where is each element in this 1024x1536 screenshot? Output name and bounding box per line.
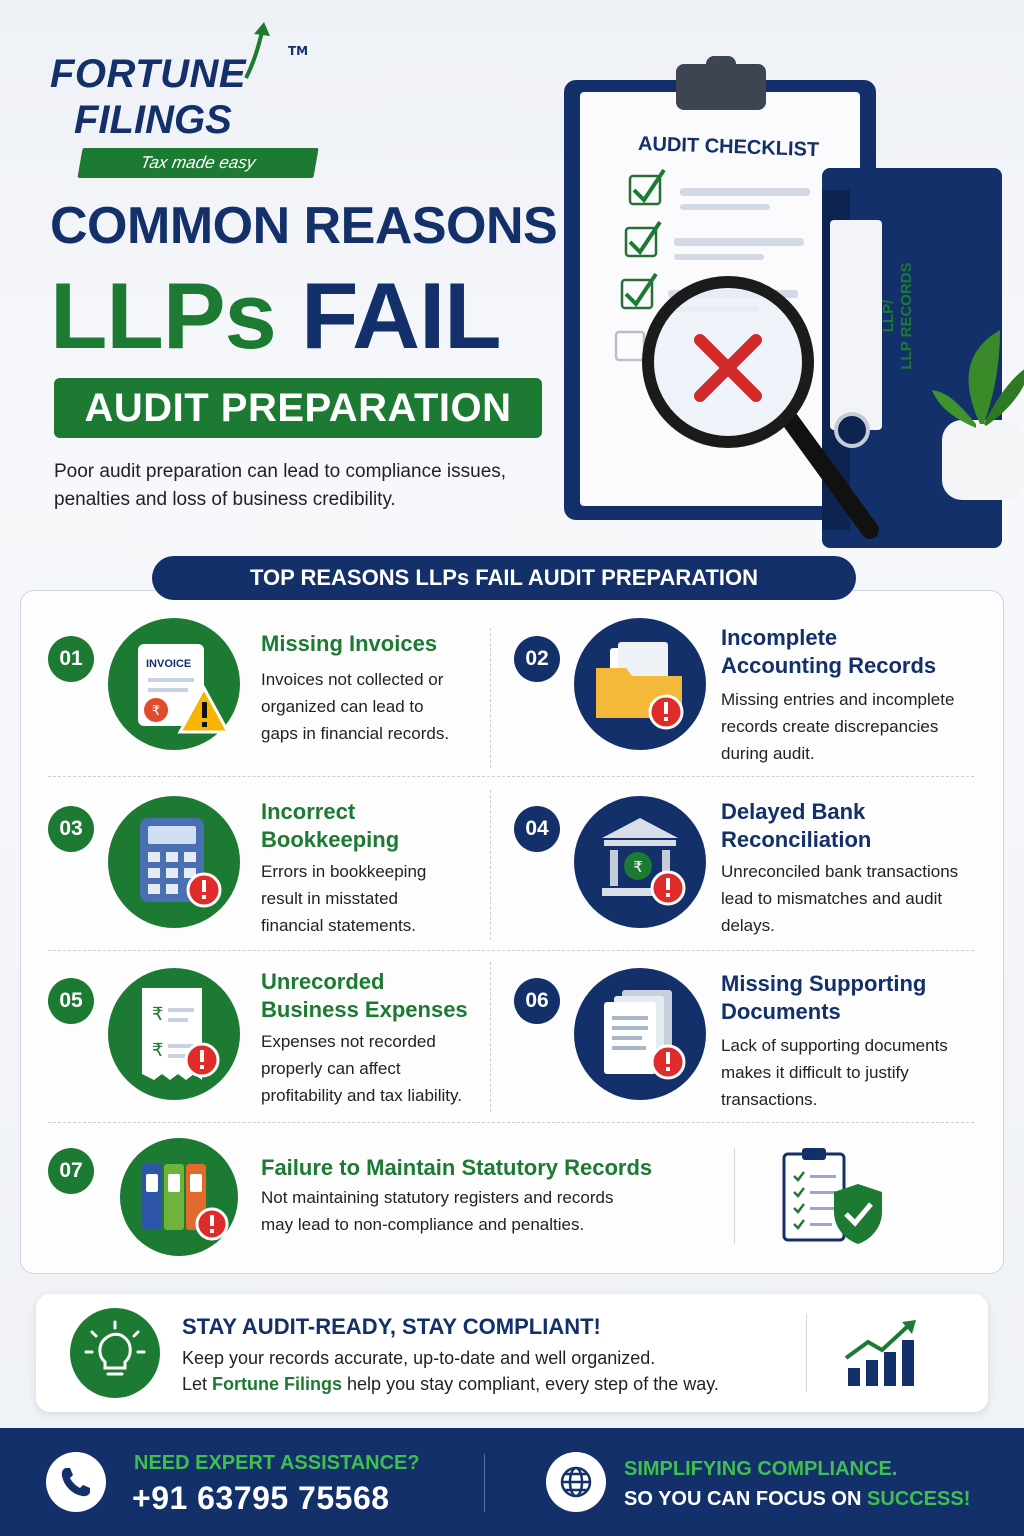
reason-number: 06 [514, 978, 560, 1024]
reason-title: Missing Supporting Documents [721, 971, 927, 1024]
reason-title: Missing Invoices [261, 631, 438, 656]
divider [806, 1314, 807, 1392]
footer: NEED EXPERT ASSISTANCE? +91 63795 75568 … [0, 1428, 1024, 1536]
logo-tagline: Tax made easy [77, 148, 319, 178]
cta-card: STAY AUDIT-READY, STAY COMPLIANT! Keep y… [36, 1294, 988, 1412]
cta-line2: Let Fortune Filings help you stay compli… [182, 1374, 719, 1394]
divider [484, 1454, 485, 1512]
reason-number: 02 [514, 636, 560, 682]
reason-desc: Lack of supporting documents makes it di… [721, 1036, 948, 1109]
divider [490, 628, 491, 768]
calculator-icon [108, 796, 240, 928]
reason-desc: Invoices not collected or organized can … [261, 670, 450, 743]
reason-title: Unrecorded Business Expenses [261, 969, 468, 1022]
cta-brand-name: Fortune Filings [212, 1374, 343, 1394]
reason-desc: Errors in bookkeeping result in misstate… [261, 862, 427, 935]
heading-llps: LLPs [50, 263, 277, 368]
reason-desc: Unreconciled bank transactions lead to m… [721, 862, 959, 935]
reason-title: Delayed Bank Reconciliation [721, 799, 872, 852]
folder-icon [574, 618, 706, 750]
svg-text:₹: ₹ [152, 704, 160, 719]
reason-desc: Not maintaining statutory registers and … [261, 1188, 614, 1234]
audit-illustration: AUDIT CHECKLIST LLP/ LLP RECORDS [560, 40, 1024, 560]
divider [490, 962, 491, 1112]
divider [734, 1148, 735, 1244]
reason-number: 01 [48, 636, 94, 682]
logo-name-line1: FORTUNE [50, 52, 247, 96]
need-assistance-label: NEED EXPERT ASSISTANCE? [134, 1452, 420, 1474]
divider [48, 1122, 974, 1123]
reason-number: 04 [514, 806, 560, 852]
reason-desc: Missing entries and incomplete records c… [721, 690, 955, 763]
heading-common-reasons: COMMON REASONS [50, 197, 558, 255]
reasons-banner: TOP REASONS LLPs FAIL AUDIT PREPARATION [152, 556, 856, 600]
logo-trademark: TM [288, 44, 309, 58]
clipboard-binder-illustration [564, 56, 1024, 548]
invoice-icon: ₹ INVOICE [108, 618, 240, 750]
reason-number: 05 [48, 978, 94, 1024]
svg-text:₹: ₹ [633, 858, 643, 876]
reason-desc: Expenses not recorded properly can affec… [261, 1032, 462, 1105]
cta-line1: Keep your records accurate, up-to-date a… [182, 1348, 656, 1368]
reason-number: 07 [48, 1148, 94, 1194]
slogan-line2: SO YOU CAN FOCUS ON SUCCESS! [624, 1488, 971, 1510]
cta-title: STAY AUDIT-READY, STAY COMPLIANT! [182, 1314, 601, 1339]
heading-audit-preparation: AUDIT PREPARATION [54, 378, 542, 438]
phone-icon[interactable] [46, 1452, 106, 1512]
divider [490, 790, 491, 940]
reason-title: Failure to Maintain Statutory Records [261, 1155, 653, 1180]
intro-text: Poor audit preparation can lead to compl… [54, 461, 507, 510]
heading-fail: FAIL [300, 263, 502, 368]
binder-label: LLP/ LLP RECORDS [880, 262, 915, 370]
reason-title: Incomplete Accounting Records [721, 625, 937, 678]
divider [48, 776, 974, 777]
reason-title: Incorrect Bookkeeping [261, 799, 400, 852]
growth-arrow-icon [244, 22, 270, 79]
globe-icon[interactable] [546, 1452, 606, 1512]
heading-llps-fail: LLPs FAIL [50, 263, 502, 368]
slogan-line1: SIMPLIFYING COMPLIANCE. [624, 1458, 898, 1480]
compliance-checklist-shield-icon [782, 1148, 882, 1244]
divider [48, 950, 974, 951]
logo-name-line2: FILINGS [74, 98, 232, 142]
lightbulb-icon [70, 1308, 160, 1398]
growth-chart-icon [844, 1320, 916, 1386]
reason-number: 03 [48, 806, 94, 852]
brand-logo: FORTUNE TM FILINGS Tax made easy [50, 22, 319, 182]
bank-icon: ₹ [574, 796, 706, 928]
binders-icon [120, 1138, 238, 1256]
svg-text:₹: ₹ [152, 1004, 163, 1025]
documents-icon [574, 968, 706, 1100]
svg-text:₹: ₹ [152, 1040, 163, 1061]
receipt-icon: ₹ ₹ [108, 968, 240, 1100]
phone-number-link[interactable]: +91 63795 75568 [132, 1480, 390, 1516]
